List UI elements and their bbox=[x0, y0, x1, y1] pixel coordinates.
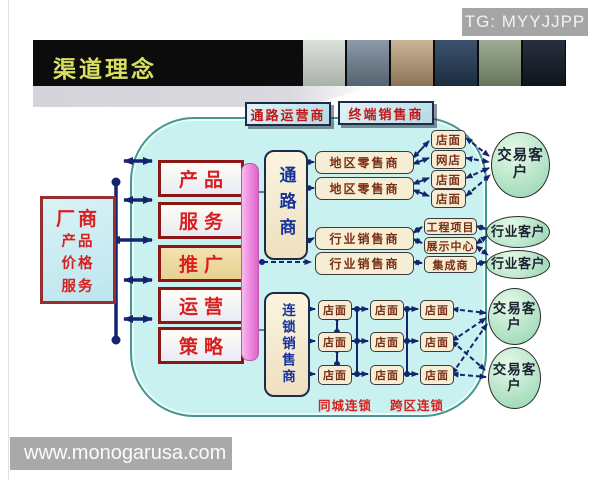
header-photo bbox=[435, 40, 477, 86]
grid-store-box: 店面 bbox=[318, 365, 352, 385]
header-photo bbox=[347, 40, 389, 86]
element-operation: 运营 bbox=[158, 287, 244, 324]
store-box: 店面 bbox=[431, 189, 466, 208]
slide-title: 渠道理念 bbox=[53, 56, 157, 82]
element-product: 产品 bbox=[158, 160, 244, 197]
regional-retailer-box: 地区零售商 bbox=[315, 177, 414, 200]
grid-store-box: 店面 bbox=[420, 332, 454, 352]
industry-seller-box: 行业销售商 bbox=[315, 252, 414, 275]
industry-seller-box: 行业销售商 bbox=[315, 227, 414, 250]
grid-store-box: 店面 bbox=[370, 365, 404, 385]
top-watermark: TG: MYYJJPP bbox=[462, 8, 588, 36]
manufacturer-box: 厂商 产品 价格 服务 bbox=[40, 196, 116, 304]
webshop-box: 网店 bbox=[431, 150, 466, 169]
grid-store-box: 店面 bbox=[318, 332, 352, 352]
manufacturer-line: 产品 bbox=[61, 234, 95, 250]
grid-store-box: 店面 bbox=[420, 300, 454, 320]
store-box: 店面 bbox=[431, 170, 466, 189]
manufacturer-line: 服务 bbox=[61, 278, 95, 295]
store-box: 店面 bbox=[431, 130, 466, 149]
label-terminal-seller: 终端销售商 bbox=[338, 101, 434, 125]
industry-customer-ellipse: 行业客户 bbox=[486, 216, 550, 248]
bottom-watermark: www.monogarusa.com bbox=[10, 437, 232, 470]
regional-retailer-box: 地区零售商 bbox=[315, 151, 414, 174]
element-service: 服务 bbox=[158, 202, 244, 239]
project-box: 工程项目 bbox=[424, 218, 477, 235]
brace-bar bbox=[241, 163, 259, 361]
label-cross-region-chain: 跨区连锁 bbox=[390, 399, 445, 413]
grid-store-box: 店面 bbox=[370, 332, 404, 352]
header-shadow-band bbox=[33, 86, 373, 107]
header-photo bbox=[523, 40, 565, 86]
industry-customer-ellipse: 行业客户 bbox=[486, 250, 550, 279]
trade-customer-ellipse: 交易客户 bbox=[491, 132, 550, 198]
label-channel-operator: 通路运营商 bbox=[245, 102, 331, 126]
page-edge-line bbox=[8, 0, 9, 480]
chain-seller-box: 连锁销售商 bbox=[264, 292, 310, 397]
trade-customer-ellipse: 交易客户 bbox=[488, 288, 541, 345]
element-promotion: 推广 bbox=[158, 245, 244, 282]
grid-store-box: 店面 bbox=[370, 300, 404, 320]
label-same-city-chain: 同城连锁 bbox=[318, 399, 373, 413]
integrator-box: 集成商 bbox=[424, 256, 477, 273]
manufacturer-title: 厂商 bbox=[55, 209, 100, 230]
element-strategy: 策略 bbox=[158, 327, 244, 364]
grid-store-box: 店面 bbox=[420, 365, 454, 385]
slide-header-bar: 渠道理念 bbox=[33, 40, 566, 86]
channel-dealer-box: 通路商 bbox=[264, 150, 308, 260]
header-photo bbox=[479, 40, 521, 86]
header-photo bbox=[391, 40, 433, 86]
header-photo-strip bbox=[303, 40, 565, 86]
showroom-box: 展示中心 bbox=[424, 237, 477, 254]
header-photo bbox=[303, 40, 345, 86]
manufacturer-line: 价格 bbox=[61, 256, 95, 273]
trade-customer-ellipse: 交易客户 bbox=[488, 347, 541, 409]
grid-store-box: 店面 bbox=[318, 300, 352, 320]
